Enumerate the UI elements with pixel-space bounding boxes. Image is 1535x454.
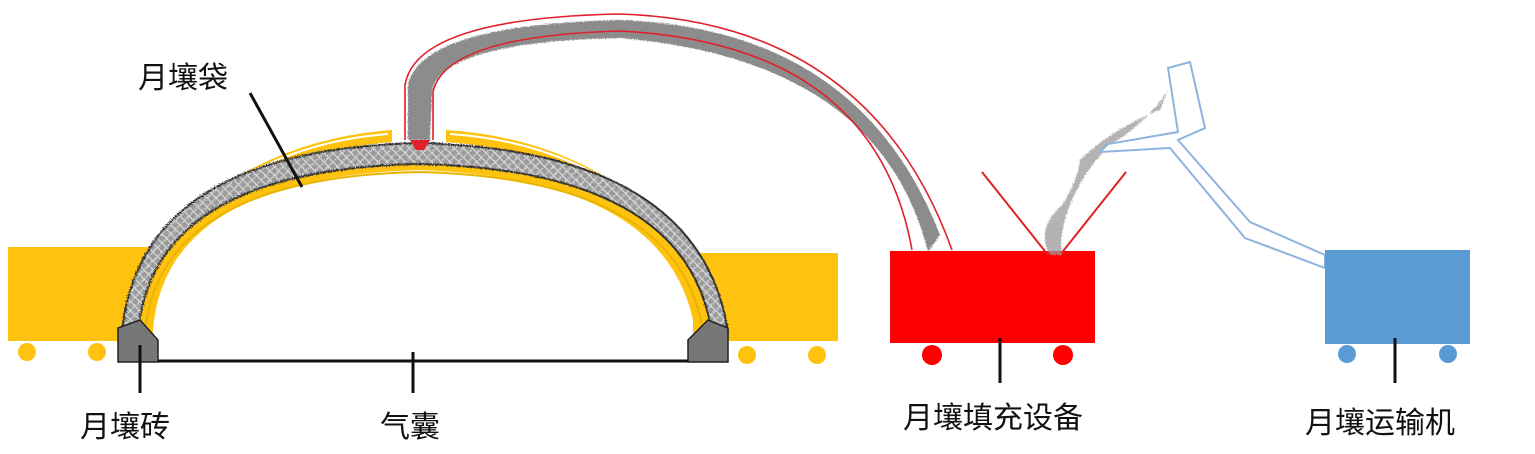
yellow-arch-shell-left [150,130,392,253]
inner-yellow-filling [137,150,712,330]
wheel-icon [1053,345,1073,365]
label-regolith-brick: 月壤砖 [80,410,170,445]
wheel-icon [808,346,826,364]
regolith-brick-left [117,319,159,363]
filler-body [890,251,1095,343]
label-filling-equipment: 月壤填充设备 [903,401,1083,436]
wheel-icon [18,343,36,361]
label-regolith-bag: 月壤袋 [138,61,228,96]
hopper-left-wall [981,171,1049,256]
regolith-bag-arch [117,141,730,363]
hopper-right-wall [1059,171,1127,256]
label-airbag: 气囊 [380,410,440,445]
left-formwork-cart [8,130,838,364]
leader-regolith-bag [248,92,304,188]
wheel-icon [922,345,942,365]
wheel-icon [88,343,106,361]
transporter-chute [1097,60,1326,270]
label-transporter: 月壤运输机 [1305,406,1455,441]
hose-outline [404,13,953,251]
regolith-brick-right [687,319,729,363]
regolith-stream [1044,90,1168,255]
yellow-arch-shell-right [446,130,693,253]
hose-body [408,20,940,252]
regolith-filling-equipment [890,90,1168,365]
wheel-icon [738,346,756,364]
supply-hose [404,13,953,252]
hose-nozzle [410,140,430,150]
wheel-icon [1439,345,1457,363]
transporter-body [1325,250,1470,344]
wheel-icon [1338,345,1356,363]
regolith-transporter [1097,60,1470,363]
leader-lines [138,92,1397,393]
